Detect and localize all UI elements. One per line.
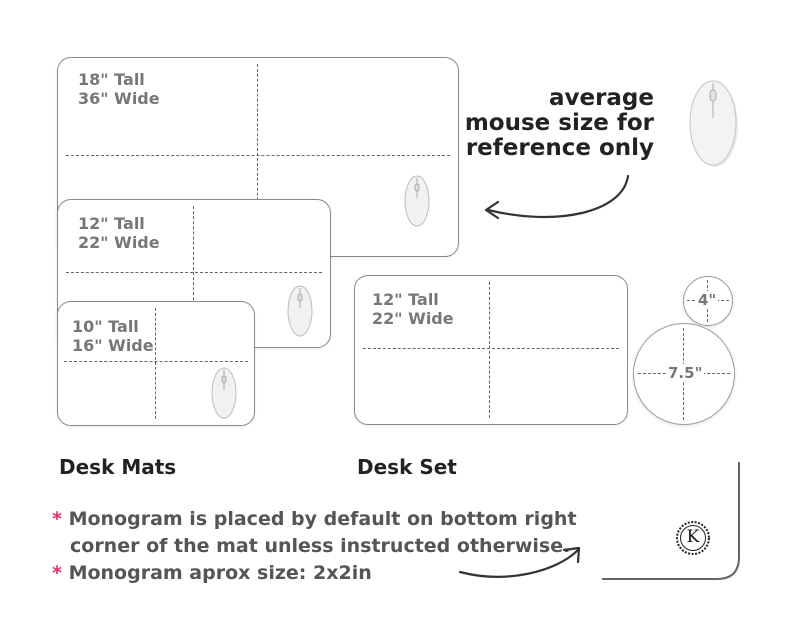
center-guide-vertical (489, 282, 490, 418)
coaster-size-label: 4" (696, 291, 719, 309)
mouse-icon (404, 175, 430, 227)
coaster-large: 7.5" (633, 323, 735, 425)
mat-size-label: 10" Tall 16" Wide (72, 317, 154, 355)
center-guide-horizontal (66, 272, 322, 273)
monogram-note: * Monogram is placed by default on botto… (52, 506, 577, 587)
curved-arrow-icon (458, 546, 581, 578)
mat-wide-label: 36" Wide (78, 89, 160, 108)
bullet-star: * (52, 562, 62, 584)
note-line-2: corner of the mat unless instructed othe… (70, 535, 571, 557)
desk-set-title: Desk Set (357, 455, 457, 479)
mat-tall-label: 10" Tall (72, 317, 139, 336)
mat-wide-label: 22" Wide (78, 233, 160, 252)
desk-mat-10x16: 10" Tall 16" Wide (57, 301, 255, 426)
coaster-small: 4" (683, 276, 733, 326)
mat-tall-label: 18" Tall (78, 70, 145, 89)
mat-wide-label: 22" Wide (372, 309, 454, 328)
mat-size-label: 18" Tall 36" Wide (78, 70, 160, 108)
mat-tall-label: 12" Tall (372, 290, 439, 309)
bullet-star: * (52, 508, 62, 530)
desk-mats-title: Desk Mats (59, 455, 177, 479)
monogram-letter: K (686, 527, 700, 547)
center-guide-vertical (257, 64, 258, 250)
mouse-icon (287, 285, 313, 337)
desk-set-mat: 12" Tall 22" Wide (354, 275, 628, 425)
mat-corner-outline (602, 462, 740, 580)
center-guide-horizontal (363, 348, 619, 349)
coaster-size-label: 7.5" (666, 364, 705, 382)
reference-line-3: reference only (465, 135, 654, 161)
mat-wide-label: 16" Wide (72, 336, 154, 355)
note-line-1: * Monogram is placed by default on botto… (52, 508, 577, 530)
mouse-icon (211, 367, 237, 419)
center-guide-vertical (155, 308, 156, 419)
monogram-badge-icon: K (675, 520, 711, 556)
mat-size-label: 12" Tall 22" Wide (372, 290, 454, 328)
center-guide-horizontal (66, 155, 450, 156)
mat-tall-label: 12" Tall (78, 214, 145, 233)
mat-size-label: 12" Tall 22" Wide (78, 214, 160, 252)
center-guide-vertical (193, 206, 194, 341)
curved-arrow-icon (484, 174, 630, 220)
mouse-reference-text: average mouse size for reference only (465, 86, 654, 161)
note-line-3: * Monogram aprox size: 2x2in (52, 562, 372, 584)
reference-line-1: average (548, 85, 654, 111)
center-guide-horizontal (64, 361, 248, 362)
reference-line-2: mouse size for (464, 110, 654, 136)
mouse-icon (689, 80, 738, 167)
